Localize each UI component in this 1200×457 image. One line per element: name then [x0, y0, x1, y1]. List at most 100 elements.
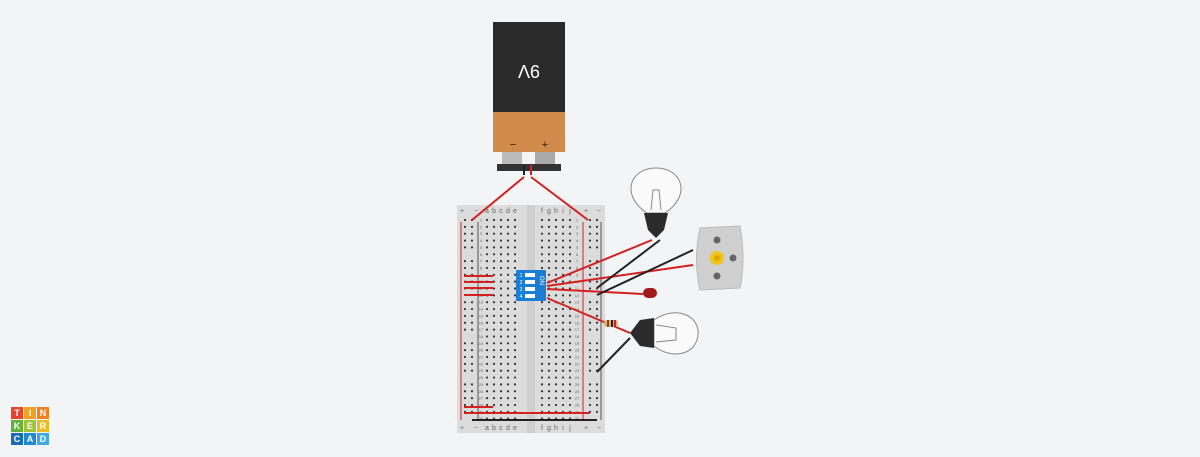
breadboard-hole[interactable] — [540, 314, 544, 317]
breadboard-hole[interactable] — [485, 218, 489, 222]
breadboard-hole[interactable] — [540, 218, 544, 222]
breadboard-hole[interactable] — [499, 342, 503, 345]
breadboard-hole[interactable] — [513, 342, 517, 345]
breadboard-hole[interactable] — [568, 287, 572, 290]
breadboard-hole[interactable] — [513, 294, 517, 297]
rail-hole[interactable] — [595, 328, 599, 331]
breadboard-hole[interactable] — [506, 383, 510, 386]
breadboard-hole[interactable] — [499, 362, 503, 365]
breadboard-hole[interactable] — [506, 390, 510, 393]
breadboard-hole[interactable] — [561, 239, 565, 242]
breadboard-hole[interactable] — [499, 307, 503, 311]
breadboard-hole[interactable] — [513, 335, 517, 338]
breadboard-hole[interactable] — [540, 390, 544, 393]
breadboard-hole[interactable] — [499, 218, 503, 222]
breadboard-hole[interactable] — [554, 321, 558, 324]
breadboard-hole[interactable] — [561, 328, 565, 331]
dip-toggle[interactable] — [525, 273, 535, 277]
rail-hole[interactable] — [463, 369, 467, 372]
breadboard-hole[interactable] — [547, 390, 551, 393]
breadboard-hole[interactable] — [513, 287, 517, 290]
breadboard-hole[interactable] — [492, 369, 496, 372]
breadboard-hole[interactable] — [506, 321, 510, 324]
breadboard-hole[interactable] — [492, 266, 496, 270]
rail-hole[interactable] — [588, 280, 592, 283]
rail-hole[interactable] — [470, 307, 474, 311]
rail-hole[interactable] — [588, 342, 592, 345]
breadboard-hole[interactable] — [506, 362, 510, 365]
breadboard-hole[interactable] — [485, 301, 489, 304]
breadboard-hole[interactable] — [561, 314, 565, 317]
rail-hole[interactable] — [595, 232, 599, 235]
breadboard-hole[interactable] — [499, 253, 503, 256]
rail-hole[interactable] — [588, 390, 592, 393]
breadboard-hole[interactable] — [506, 307, 510, 311]
breadboard-hole[interactable] — [554, 383, 558, 386]
rail-hole[interactable] — [595, 218, 599, 222]
breadboard-hole[interactable] — [492, 307, 496, 311]
breadboard-hole[interactable] — [561, 266, 565, 270]
rail-hole[interactable] — [463, 321, 467, 324]
rail-hole[interactable] — [595, 239, 599, 242]
rail-hole[interactable] — [595, 362, 599, 365]
rail-hole[interactable] — [470, 397, 474, 400]
dc-motor[interactable] — [696, 225, 744, 291]
rail-hole[interactable] — [588, 383, 592, 386]
breadboard-hole[interactable] — [485, 369, 489, 372]
rail-hole[interactable] — [463, 328, 467, 331]
breadboard-hole[interactable] — [506, 403, 510, 407]
breadboard-hole[interactable] — [561, 260, 565, 263]
resistor[interactable] — [604, 320, 618, 327]
breadboard-hole[interactable] — [540, 335, 544, 338]
dip-toggle[interactable] — [525, 280, 535, 284]
breadboard-hole[interactable] — [540, 397, 544, 400]
breadboard-hole[interactable] — [547, 301, 551, 304]
rail-hole[interactable] — [595, 397, 599, 400]
breadboard-hole[interactable] — [547, 232, 551, 235]
breadboard-hole[interactable] — [506, 260, 510, 263]
rail-hole[interactable] — [588, 321, 592, 324]
rail-hole[interactable] — [463, 232, 467, 235]
dip-toggle[interactable] — [525, 287, 535, 291]
breadboard-hole[interactable] — [485, 266, 489, 270]
rail-hole[interactable] — [595, 280, 599, 283]
rail-hole[interactable] — [588, 232, 592, 235]
breadboard-hole[interactable] — [485, 349, 489, 352]
breadboard-hole[interactable] — [568, 232, 572, 235]
breadboard-hole[interactable] — [561, 218, 565, 222]
breadboard-hole[interactable] — [540, 307, 544, 311]
rail-hole[interactable] — [588, 225, 592, 228]
breadboard-hole[interactable] — [499, 266, 503, 270]
breadboard-hole[interactable] — [492, 342, 496, 345]
breadboard-hole[interactable] — [492, 232, 496, 235]
breadboard-hole[interactable] — [492, 301, 496, 304]
breadboard-hole[interactable] — [540, 232, 544, 235]
breadboard-hole[interactable] — [554, 376, 558, 379]
breadboard-hole[interactable] — [492, 403, 496, 407]
breadboard-hole[interactable] — [485, 383, 489, 386]
breadboard-hole[interactable] — [492, 260, 496, 263]
rail-hole[interactable] — [470, 369, 474, 372]
rail-hole[interactable] — [595, 225, 599, 228]
rail-hole[interactable] — [470, 246, 474, 249]
breadboard-hole[interactable] — [561, 253, 565, 256]
breadboard-hole[interactable] — [547, 225, 551, 228]
breadboard-hole[interactable] — [492, 355, 496, 359]
breadboard-hole[interactable] — [568, 376, 572, 379]
breadboard-hole[interactable] — [499, 369, 503, 372]
rail-hole[interactable] — [595, 307, 599, 311]
breadboard-hole[interactable] — [513, 314, 517, 317]
breadboard-hole[interactable] — [561, 246, 565, 249]
breadboard-hole[interactable] — [485, 246, 489, 249]
breadboard-hole[interactable] — [568, 328, 572, 331]
breadboard-hole[interactable] — [568, 321, 572, 324]
rail-hole[interactable] — [463, 362, 467, 365]
rail-hole[interactable] — [470, 328, 474, 331]
breadboard-hole[interactable] — [499, 232, 503, 235]
rail-hole[interactable] — [463, 314, 467, 317]
rail-hole[interactable] — [463, 307, 467, 311]
rail-hole[interactable] — [595, 273, 599, 276]
rail-hole[interactable] — [470, 232, 474, 235]
breadboard-hole[interactable] — [492, 383, 496, 386]
